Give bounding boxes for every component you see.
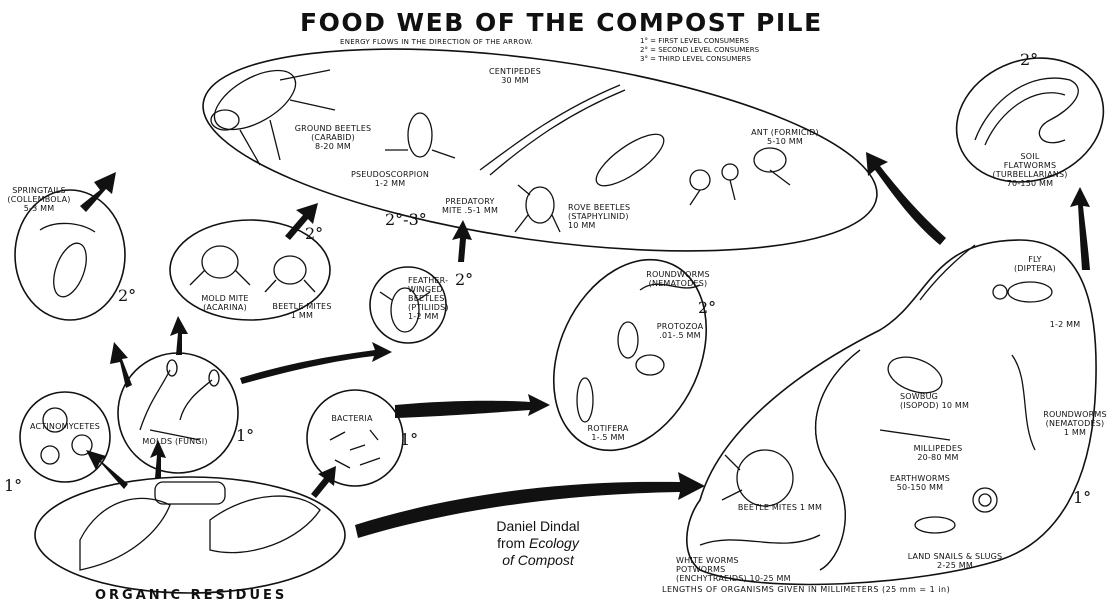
- predatory-mite-sketch: [515, 185, 560, 232]
- label-white-worms: WHITE WORMS POTWORMS (ENCHYTRAEIDS) 10-2…: [676, 556, 826, 583]
- centipede-sketch: [480, 85, 625, 175]
- level-actinomycetes: 1°: [4, 478, 22, 494]
- diagram-title: FOOD WEB OF THE COMPOST PILE: [300, 8, 823, 37]
- key-second: 2° = SECOND LEVEL CONSUMERS: [640, 46, 759, 55]
- level-bacteria: 1°: [400, 432, 418, 448]
- label-soil-flatworms: SOIL FLATWORMS (TURBELLARIANS) 70-150 mm: [975, 152, 1085, 188]
- label-actinomycetes: ACTINOMYCETES: [20, 422, 110, 431]
- springtail-sketch: [40, 223, 95, 301]
- label-roundworms-nematodes: ROUNDWORMS (NEMATODES): [638, 270, 718, 288]
- key-third: 3° = THIRD LEVEL CONSUMERS: [640, 55, 759, 64]
- fly-sketch: [920, 245, 1052, 302]
- label-roundworms-large: ROUNDWORMS (NEMATODES) 1 mm: [1035, 410, 1115, 437]
- label-fly-size: 1-2 mm: [1040, 320, 1090, 329]
- credit-block: Daniel Dindal from Ecology of Compost: [488, 518, 588, 569]
- beetle-mite-large-sketch: [722, 450, 793, 506]
- label-rotifera: ROTIFERA 1-.5 mm: [578, 424, 638, 442]
- millipede-sketch: [880, 430, 950, 440]
- label-mold-mite: MOLD MITE (ACARINA): [195, 294, 255, 312]
- actinomycete-sketch: [41, 408, 92, 464]
- label-fly: FLY (DIPTERA): [1005, 255, 1065, 273]
- label-ant: ANT (FORMICID) 5-10 mm: [735, 128, 835, 146]
- pseudoscorpion-sketch: [385, 113, 455, 158]
- lengths-note: LENGTHS OF ORGANISMS GIVEN IN MILLIMETER…: [662, 585, 950, 594]
- label-bacteria: BACTERIA: [322, 414, 382, 423]
- level-key: 1° = FIRST LEVEL CONSUMERS 2° = SECOND L…: [640, 37, 759, 64]
- snail-sketch: [915, 488, 997, 533]
- rove-beetle-sketch: [589, 126, 671, 195]
- label-protozoa: PROTOZOA .01-.5 mm: [650, 322, 710, 340]
- credit-source-2: of Compost: [488, 552, 588, 569]
- mite-sketch: [190, 246, 315, 292]
- label-centipedes: CENTIPEDES 30 mm: [470, 67, 560, 85]
- level-flatworms: 2°: [1020, 52, 1038, 68]
- label-sowbug: SOWBUG (ISOPOD) 10 mm: [900, 392, 990, 410]
- label-springtails: SPRINGTAILS (COLLEMBOLA) 5-3 mm: [4, 186, 74, 213]
- white-worm-sketch: [700, 535, 820, 545]
- credit-author: Daniel Dindal: [488, 518, 588, 535]
- molds-group: [118, 353, 238, 473]
- label-predatory-mite: PREDATORY MITE .5-1 mm: [430, 197, 510, 215]
- label-ground-beetles: GROUND BEETLES (CARABID) 8-20 mm: [278, 124, 388, 151]
- label-beetle-mites-large: BEETLE MITES 1 mm: [730, 503, 830, 512]
- level-molds: 1°: [236, 428, 254, 444]
- flatworm-sketch: [975, 78, 1078, 145]
- credit-source: from Ecology: [488, 535, 588, 552]
- label-beetle-mites-small: BEETLE MITES 1 mm: [262, 302, 342, 320]
- earthworm-sketch: [816, 350, 860, 570]
- level-feather-winged: 2°: [455, 272, 473, 288]
- level-microfauna: 2°: [698, 300, 716, 316]
- roundworm-large-sketch: [1012, 355, 1035, 450]
- level-top-group: 2°-3°: [385, 212, 427, 228]
- diagram-subtitle: ENERGY FLOWS IN THE DIRECTION OF THE ARR…: [340, 38, 533, 46]
- label-land-snails: LAND SNAILS & SLUGS 2-25 mm: [895, 552, 1015, 570]
- residues-sketch: [80, 482, 320, 570]
- ant-sketch: [690, 148, 790, 205]
- bacteria-sketch: [330, 430, 380, 468]
- label-pseudoscorpion: PSEUDOSCORPION 1-2 mm: [345, 170, 435, 188]
- level-springtails: 2°: [118, 288, 136, 304]
- bacteria-group: [307, 390, 403, 486]
- organic-residues-label: ORGANIC RESIDUES: [95, 588, 287, 603]
- label-earthworms: EARTHWORMS 50-150 mm: [880, 474, 960, 492]
- level-first-group: 1°: [1073, 490, 1091, 506]
- nematode-sketch: [577, 284, 700, 422]
- organic-residues-group: [35, 477, 345, 593]
- credit-book-title: Ecology: [529, 535, 579, 551]
- key-first: 1° = FIRST LEVEL CONSUMERS: [640, 37, 759, 46]
- level-mites: 2°: [305, 226, 323, 242]
- label-millipedes: MILLIPEDES 20-80 mm: [898, 444, 978, 462]
- label-molds: MOLDS (FUNGI): [130, 437, 220, 446]
- mold-sketch: [140, 360, 219, 440]
- label-rove-beetles: ROVE BEETLES (STAPHYLINID) 10 mm: [568, 203, 668, 230]
